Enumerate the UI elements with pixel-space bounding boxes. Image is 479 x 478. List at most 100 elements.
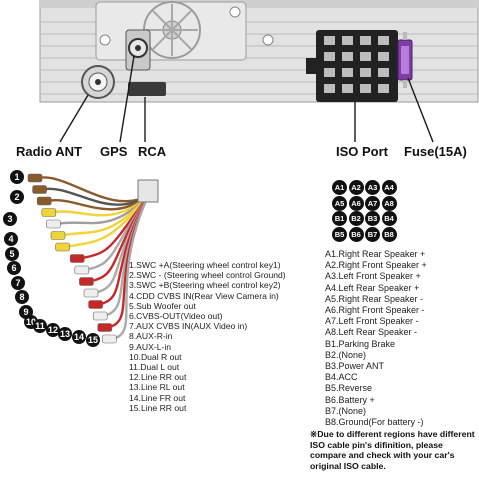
harness-function-item: 11.Dual L out [129,362,180,373]
harness-plug [92,311,108,321]
iso-pin-badge: B3 [365,211,380,226]
iso-function-list: A1.Right Rear Speaker +A2.Right Front Sp… [325,249,427,428]
iso-pin-hole [324,84,335,93]
iso-pin-hole [360,36,371,45]
iso-pin-badge: B2 [348,211,364,226]
harness-plug [36,196,52,206]
harness-number-badge: 3 [3,212,17,226]
harness-wire [65,195,149,249]
harness-number-badge: 11 [33,319,47,333]
harness-wire [51,195,149,217]
iso-connector [306,30,398,102]
callout-lines [59,55,434,143]
harness-wire [56,195,149,226]
harness-plug [102,334,117,344]
iso-function-item: B1.Parking Brake [325,338,396,349]
iso-pin-hole [378,36,389,45]
iso-pin-hole [324,68,335,77]
iso-pin-badge: B5 [332,226,347,242]
iso-pin-badge: A4 [381,180,397,195]
harness-plug [50,231,66,240]
iso-function-item: A2.Right Front Speaker + [325,260,427,271]
iso-function-item: A8.Left Rear Speaker - [325,327,418,338]
harness-plug [74,265,90,275]
harness-function-item: 12.Line RR out [129,372,187,383]
iso-function-item: A1.Right Rear Speaker + [325,249,426,259]
iso-pin-hole [342,36,353,45]
iso-pin-hole [342,52,353,61]
gps-socket [125,29,151,71]
harness-number-badge: 1 [10,170,24,184]
iso-function-item: B8.Ground(For battery -) [325,417,424,428]
harness-number-badge: 14 [72,330,86,344]
fuse-label: Fuse(15A) [404,144,467,159]
harness-function-item: 3.SWC +B(Steering wheel control key2) [129,280,281,291]
iso-function-item: B3.Power ANT [325,361,385,372]
iso-pin-badge: B8 [381,226,397,242]
fuse [397,32,413,88]
harness-wire [112,195,150,341]
iso-function-item: B5.Reverse [325,383,373,394]
iso-function-item: A3.Left Front Speaker + [325,271,421,282]
harness-number-badge: 6 [7,261,21,275]
harness-function-item: 14.Line FR out [129,392,186,403]
iso-function-item: B2.(None) [325,349,367,360]
iso-pin-badge: A3 [365,180,380,195]
iso-pin-hole [324,52,335,61]
gps-label: GPS [100,144,128,159]
harness-function-item: 13.Line RL out [129,382,185,393]
iso-pin-hole [360,84,371,93]
harness-function-item: 10.Dual R out [129,351,182,362]
iso-pin-hole [360,52,371,61]
iso-pin-badge: A7 [365,195,380,211]
harness-number-badge: 2 [10,190,24,204]
harness-number-badge: 12 [46,323,60,337]
harness-plug [27,173,43,183]
iso-function-item: B6.Battery + [325,394,375,405]
harness-number-badge: 8 [15,290,29,304]
iso-pin-hole [342,68,353,77]
iso-cable-note: ※Due to different regions have different… [310,429,475,471]
harness-plug [69,254,85,263]
iso-function-item: B4.ACC [325,372,358,383]
harness-wire [46,195,149,211]
iso-pin-badge: B6 [348,226,364,242]
harness-wire [60,195,149,237]
harness-function-item: 5.Sub Woofer out [129,300,196,311]
rca-wire-harness [27,173,159,344]
iso-port-label: ISO Port [336,144,389,159]
iso-pin-badge: A1 [332,180,347,195]
harness-number-badge: 13 [58,327,72,341]
iso-pin-hole [342,84,353,93]
harness-plug [55,242,70,252]
harness-plug [79,277,94,286]
iso-pin-hole [378,68,389,77]
iso-pin-badge: B1 [332,211,347,226]
iso-pin-hole [378,84,389,93]
harness-function-item: 4.CDD CVBS IN(Rear View Camera in) [129,290,279,301]
iso-pin-hole [324,36,335,45]
harness-main-plug [137,179,159,203]
harness-function-item: 1.SWC +A(Steering wheel control key1) [129,260,281,270]
harness-number-badge: 5 [5,247,19,261]
harness-number-badge: 4 [4,232,18,246]
harness-function-item: 8.AUX-R-in [129,331,173,342]
harness-function-list: 1.SWC +A(Steering wheel control key1)2.S… [129,260,286,413]
iso-pin-badge: B4 [381,211,397,226]
harness-function-item: 7.AUX CVBS IN(AUX Video in) [129,321,248,332]
iso-function-item: A4.Left Rear Speaker + [325,282,420,293]
harness-plug [32,185,47,194]
iso-function-item: B7.(None) [325,405,367,416]
iso-pin-badge: A6 [348,195,364,211]
harness-plug [97,323,113,332]
radio-ant-label: Radio ANT [16,144,82,159]
head-unit-rear-panel [39,0,479,103]
iso-pin-hole [360,68,371,77]
iso-pin-badge: A5 [332,195,347,211]
iso-pin-badge: B7 [365,226,380,242]
harness-function-item: 6.CVBS-OUT(Video out) [129,311,223,322]
harness-wire [42,187,149,206]
harness-number-badge: 15 [86,333,100,347]
